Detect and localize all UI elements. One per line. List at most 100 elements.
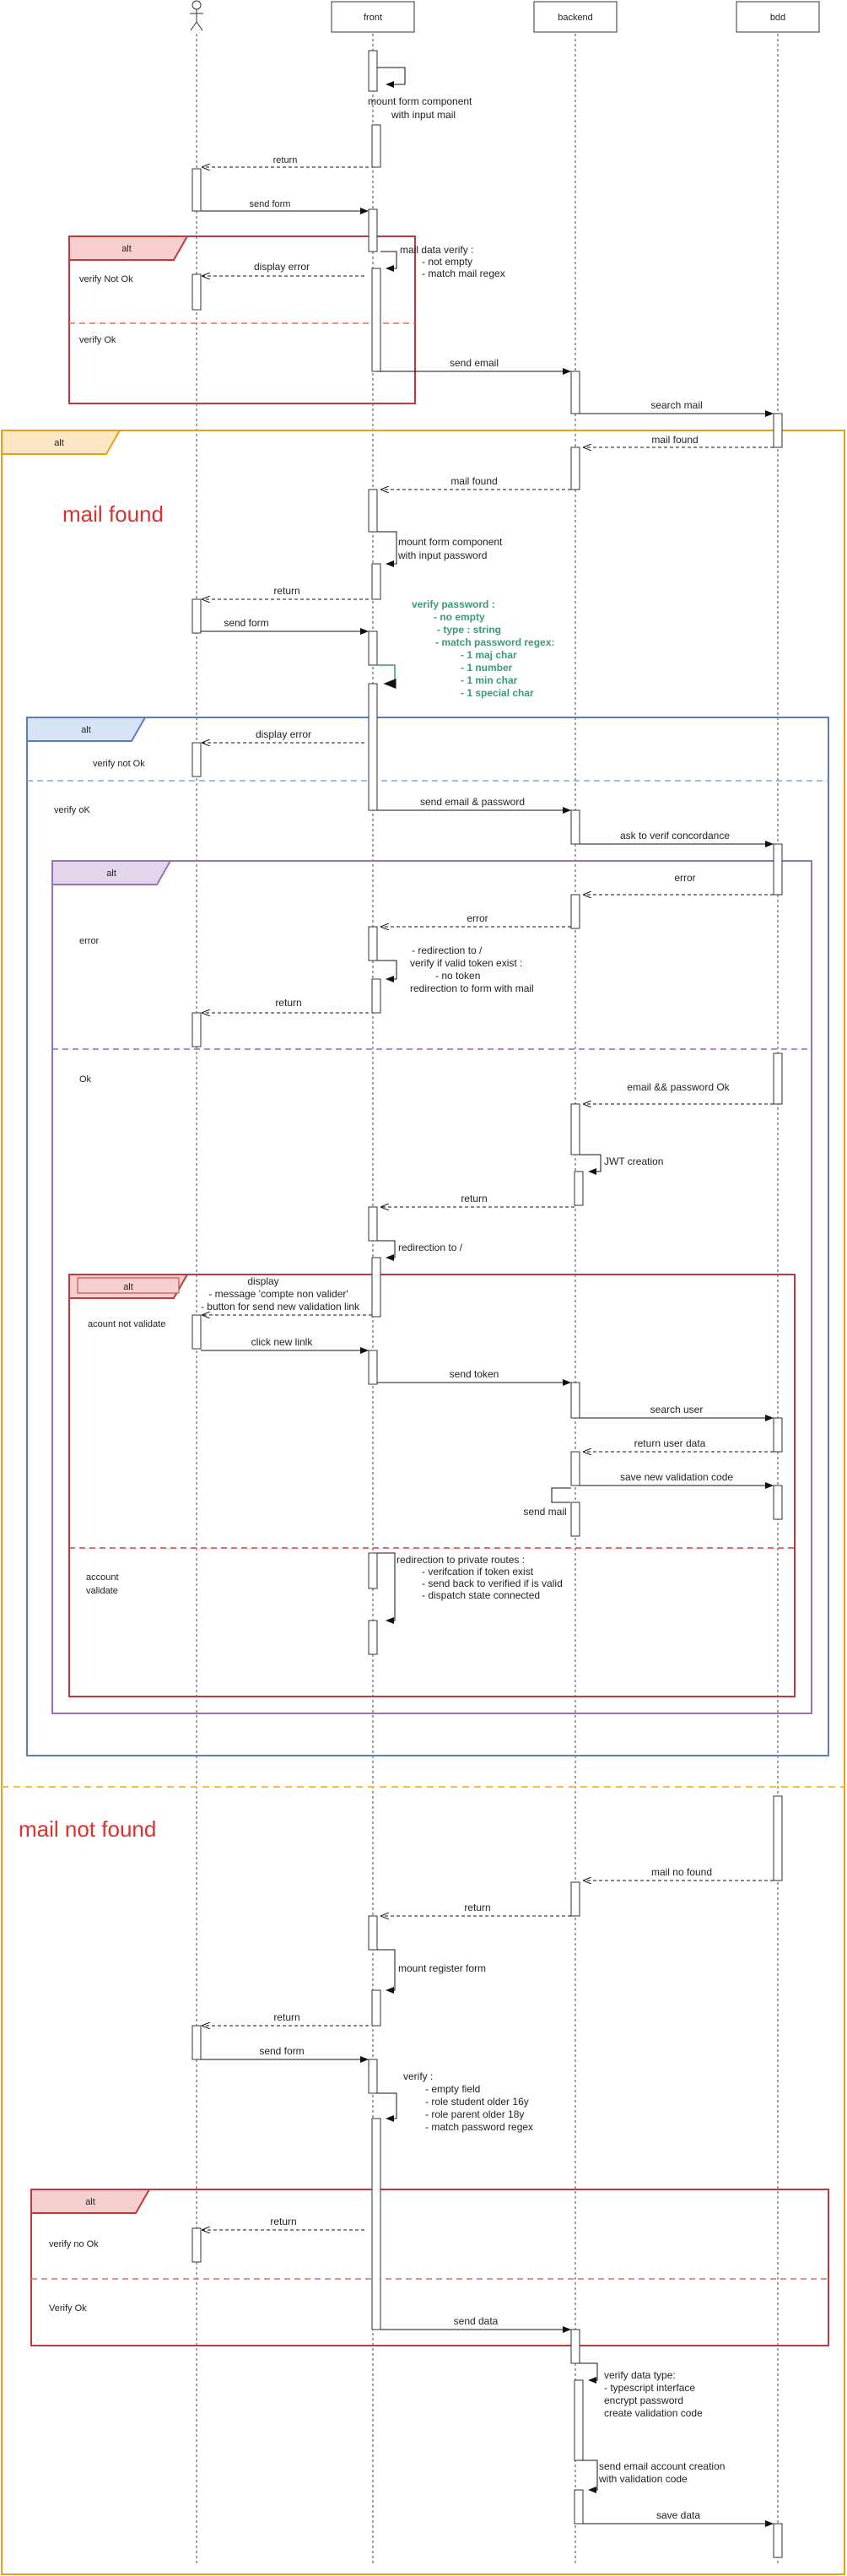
msg-private-routes-4: - dispatch state connected [422, 1589, 540, 1601]
alt-frame-register: alt verify no Ok Verify Ok [30, 2189, 829, 2346]
msg-click-new-link: click new linlk [251, 1336, 314, 1348]
msg-display-2: - message 'compte non valider' [208, 1288, 348, 1300]
label-validate: validate [86, 1586, 118, 1596]
msg-display-3: - button for send new validation link [201, 1301, 360, 1312]
msg-mail-verify-2: - not empty [422, 256, 472, 268]
msg-send-email-password: send email & password [420, 796, 525, 808]
msg-send-email-creation-1: send email account creation [599, 2460, 725, 2472]
msg-redirect-3: - no token [435, 970, 480, 982]
msg-email-password-ok: email && password Ok [627, 1081, 730, 1093]
bdd-participant-box [736, 1, 820, 33]
label-verify-ok: verify Ok [79, 335, 116, 345]
msg-return-2: return [273, 585, 299, 597]
msg-send-email: send email [450, 357, 499, 369]
activation-bars [192, 50, 783, 2558]
backend-participant-label: backend [558, 13, 593, 23]
svg-text:alt: alt [54, 438, 64, 448]
svg-text:alt: alt [121, 244, 132, 254]
msg-send-form-2: send form [224, 617, 268, 629]
label-verify-no-ok: verify no Ok [49, 2239, 99, 2249]
msg-mail-found-2: mail found [450, 475, 497, 487]
msg-verify-password-1: verify password : [412, 598, 495, 610]
alt-frame-concordance: alt error Ok [51, 860, 812, 1714]
msg-error-1: error [674, 872, 695, 884]
msg-verify-register-2: - empty field [425, 2083, 480, 2095]
label-verify-ok-3: Verify Ok [49, 2303, 87, 2314]
msg-display-1: display [247, 1275, 278, 1287]
msg-redirect-4: redirection to form with mail [410, 982, 534, 994]
msg-redirection-root: redirection to / [398, 1242, 463, 1253]
front-participant-box [331, 1, 415, 33]
msg-send-mail: send mail [523, 1506, 566, 1518]
svg-text:alt: alt [123, 1282, 133, 1292]
msg-private-routes-3: - send back to verified if is valid [422, 1578, 563, 1589]
msg-mail-verify-3: - match mail regex [422, 268, 505, 279]
alt-frame-verify-password: alt verify not Ok verify oK [26, 717, 829, 1756]
msg-verify-data-3: encrypt password [604, 2395, 683, 2406]
svg-text:alt: alt [106, 869, 116, 879]
msg-return-5: return [464, 1902, 490, 1913]
alt-frame-account: alt acount not validate account validate [68, 1274, 796, 1697]
msg-verify-password-4: - match password regex: [435, 636, 554, 648]
msg-mail-no-found: mail no found [651, 1866, 712, 1878]
msg-error-2: error [467, 912, 488, 924]
msg-mount-form-1: mount form component [368, 95, 472, 107]
msg-return-4: return [461, 1193, 487, 1204]
label-error: error [79, 936, 100, 946]
msg-return-1: return [273, 155, 298, 165]
backend-participant-box [533, 1, 618, 33]
msg-return-3: return [275, 997, 301, 1009]
message-arrows [201, 67, 774, 2527]
msg-mount-pwd-1: mount form component [398, 536, 503, 548]
msg-mount-form-2: with input mail [391, 109, 456, 121]
msg-return-user-data: return user data [634, 1437, 706, 1449]
msg-mount-register: mount register form [398, 1962, 486, 1974]
label-mail-found: mail found [62, 501, 164, 527]
msg-verify-password-2: - no empty [434, 611, 485, 623]
msg-verify-password-3: - type : string [437, 624, 501, 636]
msg-send-token: send token [450, 1368, 499, 1380]
actor-participant [190, 0, 203, 31]
msg-display-error-2: display error [256, 728, 311, 740]
msg-verify-register-5: - match password regex [425, 2121, 533, 2133]
msg-verify-register-3: - role student older 16y [425, 2096, 529, 2108]
label-account: account [86, 1572, 119, 1583]
msg-redirect-1: - redirection to / [412, 944, 483, 956]
label-account-not-validate: acount not validate [88, 1319, 165, 1329]
msg-display-error-1: display error [254, 261, 310, 273]
msg-save-data: save data [656, 2509, 700, 2521]
svg-text:alt: alt [85, 2197, 95, 2207]
msg-ask-verif: ask to verif concordance [620, 830, 730, 842]
msg-send-form-3: send form [259, 2045, 304, 2057]
svg-text:alt: alt [81, 725, 91, 735]
msg-verify-password-5: - 1 maj char [461, 649, 517, 661]
label-verify-not-ok: verify Not Ok [79, 274, 133, 284]
msg-save-validation-code: save new validation code [620, 1471, 733, 1483]
alt-frame-mail-found: alt mail found mail not found [1, 430, 845, 2575]
label-ok: Ok [79, 1074, 92, 1085]
msg-jwt-creation: JWT creation [604, 1155, 663, 1167]
msg-redirect-2: verify if valid token exist : [410, 957, 522, 969]
message-labels: mount form component with input mail ret… [201, 95, 733, 2521]
verify-password-self-call [377, 664, 397, 689]
msg-verify-password-8: - 1 special char [461, 687, 534, 699]
msg-verify-register-4: - role parent older 18y [425, 2108, 524, 2120]
bdd-participant-label: bdd [770, 13, 785, 23]
label-verify-not-ok-2: verify not Ok [93, 759, 145, 769]
msg-verify-data-2: - typescript interface [604, 2382, 695, 2394]
msg-mail-verify-1: mail data verify : [400, 244, 473, 256]
msg-search-mail: search mail [650, 399, 702, 411]
msg-verify-password-6: - 1 number [461, 662, 513, 674]
msg-mail-found-1: mail found [651, 434, 698, 446]
msg-return-7: return [270, 2216, 296, 2227]
alt-frame-verify-mail: alt verify Not Ok verify Ok [68, 235, 416, 404]
msg-return-6: return [273, 2011, 299, 2023]
msg-private-routes-1: redirection to private routes : [397, 1554, 525, 1566]
msg-send-form-1: send form [250, 199, 291, 209]
msg-search-user: search user [650, 1404, 704, 1415]
msg-verify-data-1: verify data type: [604, 2369, 676, 2381]
msg-send-email-creation-2: with validation code [598, 2473, 688, 2485]
msg-verify-password-7: - 1 min char [461, 674, 518, 686]
label-mail-not-found: mail not found [19, 1816, 156, 1842]
